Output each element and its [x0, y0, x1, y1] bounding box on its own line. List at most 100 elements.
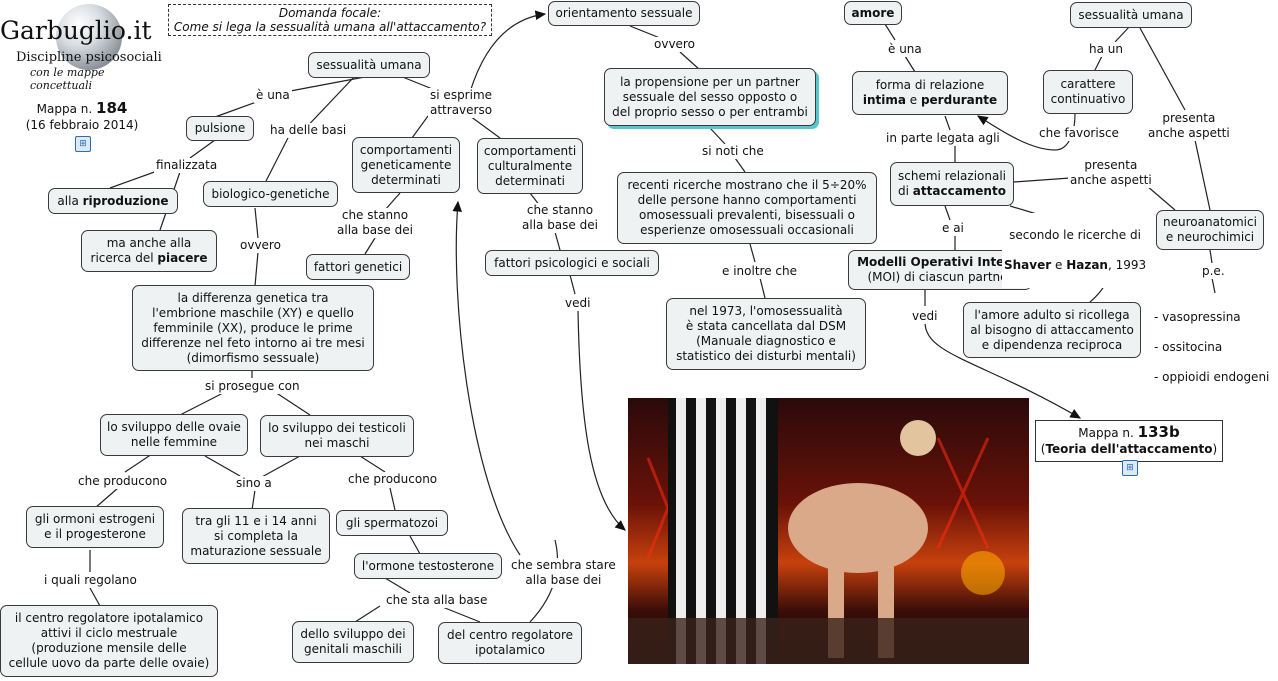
- logo-sphere: [56, 4, 122, 70]
- focus-heading: Domanda focale:: [278, 6, 382, 20]
- node-sessualita-umana-2[interactable]: sessualità umana: [1070, 2, 1192, 28]
- node-fattori-genetici[interactable]: fattori genetici: [306, 254, 410, 280]
- link-ha-delle-basi: ha delle basi: [268, 123, 349, 138]
- author-year: , 1993: [1107, 258, 1147, 272]
- author-hazan: Hazan: [1066, 258, 1108, 272]
- node-maturazione-sessuale[interactable]: tra gli 11 e i 14 anni si completa la ma…: [182, 508, 330, 564]
- map-prefix: Mappa n.: [36, 102, 93, 116]
- node-recenti-ricerche[interactable]: recenti ricerche mostrano che il 5÷20% d…: [617, 172, 877, 244]
- moi-bold: Modelli Operativi Interni: [857, 255, 1023, 269]
- piacere-bold: piacere: [157, 251, 208, 265]
- node-dsm[interactable]: nel 1973, l'omosessualità è stata cancel…: [666, 298, 866, 370]
- link-presenta-anche-aspetti-2: presenta anche aspetti: [1068, 158, 1154, 188]
- map-info: Mappa n. 184 (16 febbraio 2014): [20, 100, 144, 133]
- logo-tagline: con le mappe concettuali: [30, 66, 105, 92]
- schemi-line1: schemi relazionali: [897, 169, 1007, 183]
- node-biologico-genetiche[interactable]: biologico-genetiche: [203, 181, 338, 207]
- node-riproduzione[interactable]: alla riproduzione: [48, 188, 178, 214]
- forma-intima: intima: [862, 93, 906, 107]
- node-differenza-genetica[interactable]: la differenza genetica tra l'embrione ma…: [132, 285, 374, 371]
- node-centro-regolatore[interactable]: del centro regolatore ipotalamico: [438, 622, 582, 664]
- link-ovvero: ovvero: [238, 238, 283, 253]
- link-e-inoltre-che: e inoltre che: [720, 264, 799, 279]
- link-si-noti-che: si noti che: [700, 144, 766, 159]
- link-e-una-2: è una: [886, 42, 924, 57]
- node-ormoni-estrogeni[interactable]: gli ormoni estrogeni e il progesterone: [26, 506, 164, 548]
- example-item: - vasopressina: [1154, 310, 1241, 324]
- link-finalizzata: finalizzata: [154, 158, 220, 173]
- map-date: (16 febbraio 2014): [25, 118, 139, 132]
- schemi-attaccamento: attaccamento: [912, 184, 1006, 198]
- forma-and: e: [905, 93, 921, 107]
- forma-perdurante: perdurante: [920, 93, 998, 107]
- node-fattori-psicologici[interactable]: fattori psicologici e sociali: [485, 250, 659, 276]
- reference-map-box[interactable]: Mappa n. 133b (Teoria dell'attaccamento): [1035, 420, 1223, 462]
- link-vedi: vedi: [563, 296, 593, 311]
- link-che-producono-2: che producono: [346, 472, 440, 487]
- logo-title: Garbuglio.it: [0, 16, 152, 45]
- link-vedi-2: vedi: [910, 309, 940, 324]
- link-sino-a: sino a: [234, 476, 274, 491]
- link-si-prosegue-con: si prosegue con: [203, 379, 302, 394]
- node-carattere-continuativo[interactable]: carattere continuativo: [1043, 70, 1133, 114]
- node-spermatozoi[interactable]: gli spermatozoi: [336, 510, 448, 536]
- riproduzione-prefix: alla: [57, 193, 83, 208]
- node-neuroanatomici[interactable]: neuroanatomici e neurochimici: [1156, 210, 1264, 250]
- logo-subtitle: Discipline psicosociali: [16, 50, 162, 65]
- stage-photo: [628, 398, 1029, 664]
- link-pe: p.e.: [1200, 264, 1227, 279]
- piacere-prefix: ma anche alla ricerca del: [90, 236, 192, 265]
- forma-line1: forma di relazione: [875, 78, 985, 92]
- link-che-sta-alla-base: che sta alla base: [384, 593, 490, 608]
- node-comportamenti-genetici[interactable]: comportamenti geneticamente determinati: [352, 137, 460, 193]
- schemi-prefix: di: [898, 184, 913, 198]
- ref-title: Teoria dell'attaccamento: [1045, 442, 1213, 456]
- link-e-ai: e ai: [940, 221, 966, 236]
- link-presenta-anche-aspetti: presenta anche aspetti: [1146, 111, 1232, 141]
- node-modelli-operativi[interactable]: Modelli Operativi Interni (MOI) di ciasc…: [848, 250, 1032, 290]
- link-i-quali-regolano: i quali regolano: [42, 573, 139, 588]
- map-number: 184: [96, 99, 128, 117]
- cmap-link-icon[interactable]: ⊞: [75, 136, 91, 152]
- focus-question: Come si lega la sessualità umana all'att…: [173, 20, 487, 34]
- node-forma-relazione[interactable]: forma di relazione intima e perdurante: [852, 71, 1008, 115]
- secondo-line1: secondo le ricerche di: [1009, 228, 1141, 242]
- site-logo: Garbuglio.it Discipline psicosociali con…: [0, 0, 168, 160]
- link-che-stanno-2: che stanno alla base dei: [520, 203, 600, 233]
- node-sviluppo-testicoli[interactable]: lo sviluppo dei testicoli nei maschi: [260, 415, 414, 457]
- examples-list: - vasopressina - ossitocina - oppioidi e…: [1154, 295, 1269, 400]
- node-schemi-relazionali[interactable]: schemi relazionali di attaccamento: [890, 162, 1014, 206]
- node-propensione[interactable]: la propensione per un partner sessuale d…: [604, 68, 816, 126]
- link-e-una: è una: [254, 88, 292, 103]
- link-in-parte-legata: in parte legata agli: [884, 131, 1002, 146]
- moi-line2: (MOI) di ciascun partner: [867, 270, 1013, 284]
- example-item: - oppioidi endogeni: [1154, 370, 1270, 384]
- node-amore[interactable]: amore: [844, 1, 902, 25]
- link-secondo-le-ricerche: secondo le ricerche di Shaver e Hazan, 1…: [1002, 213, 1149, 288]
- link-che-sembra-stare: che sembra stare alla base dei: [509, 558, 618, 588]
- node-sessualita-umana[interactable]: sessualità umana: [308, 52, 430, 78]
- link-che-producono: che producono: [76, 474, 170, 489]
- node-pulsione[interactable]: pulsione: [186, 116, 254, 141]
- node-orientamento-sessuale[interactable]: orientamento sessuale: [548, 1, 700, 26]
- link-che-favorisce: che favorisce: [1037, 126, 1121, 141]
- link-ha-un: ha un: [1087, 42, 1125, 57]
- link-ovvero-2: ovvero: [652, 37, 697, 52]
- node-sviluppo-ovaie[interactable]: lo sviluppo delle ovaie nelle femmine: [100, 414, 248, 456]
- node-piacere[interactable]: ma anche alla ricerca del piacere: [81, 230, 217, 272]
- node-amore-adulto[interactable]: l'amore adulto si ricollega al bisogno d…: [963, 302, 1141, 358]
- node-comportamenti-culturali[interactable]: comportamenti culturalmente determinati: [477, 138, 583, 194]
- focus-question-box: Domanda focale: Come si lega la sessuali…: [168, 4, 492, 36]
- node-testosterone[interactable]: l'ormone testosterone: [354, 553, 502, 579]
- author-shaver: Shaver: [1004, 258, 1052, 272]
- link-si-esprime: si esprime attraverso: [428, 88, 495, 118]
- cmap-link-icon[interactable]: ⊞: [1122, 460, 1138, 476]
- author-and: e: [1051, 258, 1067, 272]
- amore-bold: amore: [851, 5, 895, 20]
- node-ciclo-mestruale[interactable]: il centro regolatore ipotalamico attivi …: [0, 605, 218, 677]
- riproduzione-bold: riproduzione: [82, 193, 169, 208]
- link-che-stanno: che stanno alla base dei: [335, 208, 415, 238]
- ref-prefix: Mappa n.: [1078, 426, 1138, 440]
- node-genitali-maschili[interactable]: dello sviluppo dei genitali maschili: [292, 621, 414, 663]
